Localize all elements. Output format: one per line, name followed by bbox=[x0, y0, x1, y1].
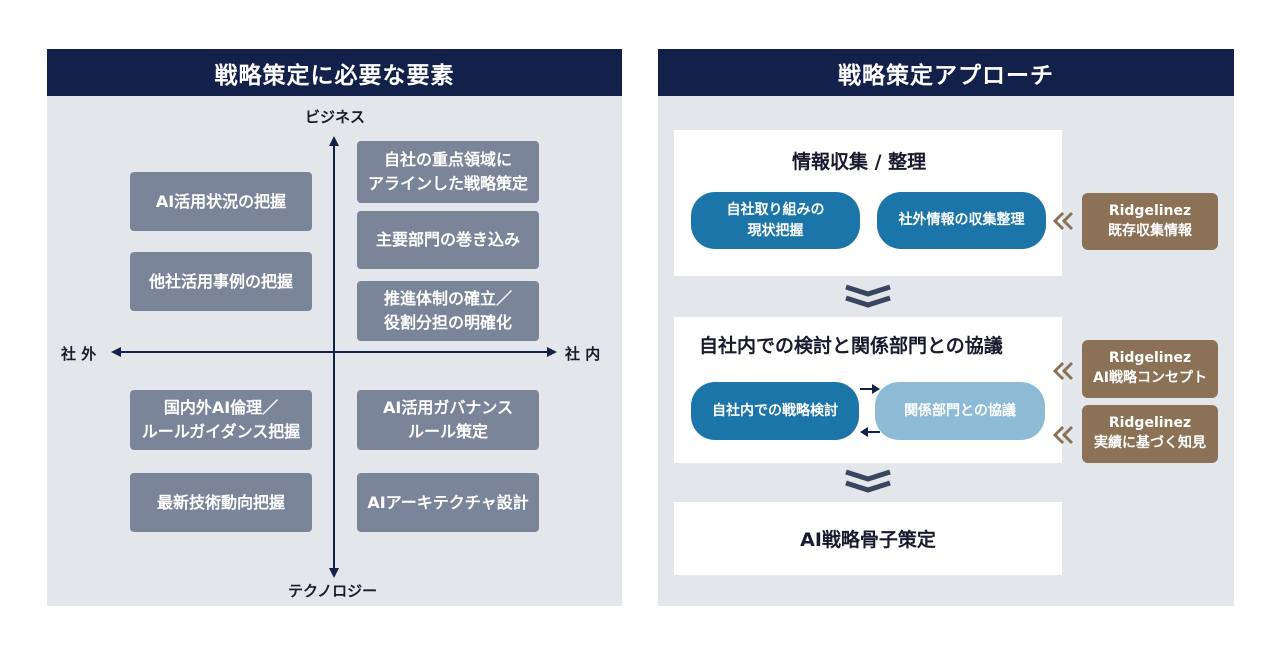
element-box: 国内外AI倫理／ ルールガイダンス把握 bbox=[130, 390, 312, 450]
step-internal-discussion: 自社内での検討と関係部門との協議 関係部門との協議 自社内での戦略検討 bbox=[674, 317, 1062, 463]
axis-label-internal: 社 内 bbox=[565, 345, 601, 363]
double-chevron-left-icon bbox=[1052, 361, 1074, 381]
element-box: AIアーキテクチャ設計 bbox=[357, 473, 539, 532]
double-chevron-left-icon bbox=[1052, 425, 1074, 445]
axis-label-business: ビジネス bbox=[305, 108, 366, 126]
source-box: Ridgelinez AI戦略コンセプト bbox=[1082, 340, 1218, 398]
source-box: Ridgelinez 実績に基づく知見 bbox=[1082, 405, 1218, 463]
quadrant-axes bbox=[111, 136, 557, 578]
double-chevron-left-icon bbox=[1052, 211, 1074, 231]
element-box: 主要部門の巻き込み bbox=[357, 211, 539, 269]
element-box: AI活用状況の把握 bbox=[130, 172, 312, 231]
element-box: 自社の重点領域に アラインした戦略策定 bbox=[357, 141, 539, 203]
step-pill: 自社内での戦略検討 bbox=[691, 382, 859, 440]
chevron-down-icon bbox=[845, 469, 891, 493]
exchange-arrows-icon bbox=[860, 384, 880, 437]
elements-panel-title: 戦略策定に必要な要素 bbox=[47, 49, 622, 96]
axis-label-technology: テクノロジー bbox=[288, 582, 378, 600]
element-box: AI活用ガバナンス ルール策定 bbox=[357, 390, 539, 450]
element-box: 推進体制の確立／ 役割分担の明確化 bbox=[357, 281, 539, 341]
step-title: AI戦略骨子策定 bbox=[800, 529, 936, 551]
step-title: 情報収集 / 整理 bbox=[792, 151, 927, 173]
approach-panel: 戦略策定アプローチ 情報収集 / 整理 自社取り組みの 現状把握 社外情報の収集… bbox=[658, 49, 1234, 606]
element-box: 他社活用事例の把握 bbox=[130, 252, 312, 311]
step-ai-strategy: AI戦略骨子策定 bbox=[674, 502, 1062, 575]
axis-label-external: 社 外 bbox=[61, 345, 97, 363]
elements-panel: 戦略策定に必要な要素 ビジネス テクノロジー 社 外 社 内 AI活用状況の把握… bbox=[47, 49, 622, 606]
source-box: Ridgelinez 既存収集情報 bbox=[1082, 193, 1218, 250]
chevron-down-icon bbox=[845, 284, 891, 308]
approach-panel-title: 戦略策定アプローチ bbox=[658, 49, 1234, 96]
step-info-gathering: 情報収集 / 整理 自社取り組みの 現状把握 社外情報の収集整理 bbox=[674, 130, 1062, 276]
step-title: 自社内での検討と関係部門との協議 bbox=[699, 335, 1003, 357]
step-pill: 社外情報の収集整理 bbox=[877, 192, 1046, 249]
element-box: 最新技術動向把握 bbox=[130, 473, 312, 532]
step-pill: 関係部門との協議 bbox=[875, 382, 1045, 440]
step-pill: 自社取り組みの 現状把握 bbox=[691, 192, 860, 249]
